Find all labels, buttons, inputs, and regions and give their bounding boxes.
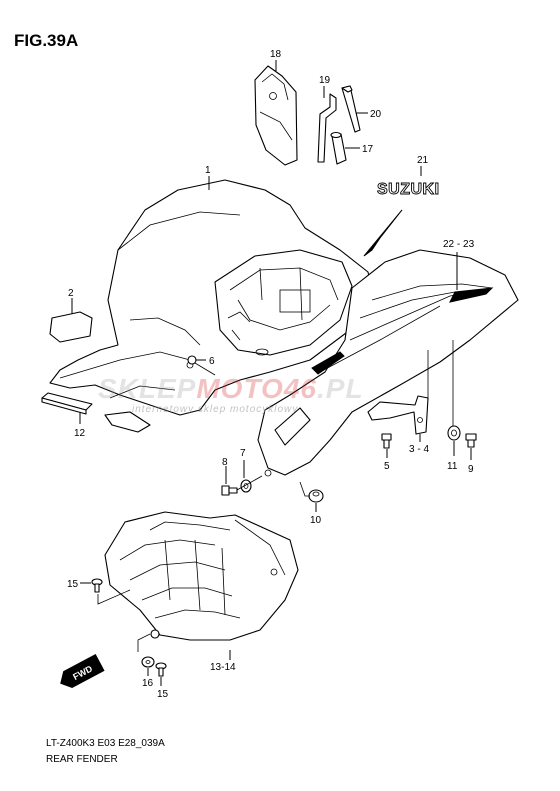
suzuki-emblem: SUZUKI [377, 181, 440, 198]
part-15-screw-upper [91, 578, 103, 593]
part-7-washer [240, 479, 252, 493]
callout-9: 9 [468, 464, 474, 475]
callout-11: 11 [447, 461, 458, 472]
figure-title: FIG.39A [14, 31, 78, 50]
part-5-bolt [381, 433, 392, 449]
watermark-part3: 46 [283, 373, 317, 404]
part-15-screw-lower [155, 662, 167, 677]
part-19-wrench [317, 93, 337, 163]
model-code: LT-Z400K3 E03 E28_039A [46, 738, 165, 749]
callout-19: 19 [319, 75, 331, 86]
callout-8: 8 [222, 457, 228, 468]
callout-22-23: 22 - 23 [443, 239, 475, 250]
callout-20: 20 [370, 109, 382, 120]
ref-line-f [137, 633, 151, 652]
callout-7: 7 [240, 448, 246, 459]
svg-text:SKLEPMOTO46.PL: SKLEPMOTO46.PL [98, 373, 364, 404]
callout-16: 16 [142, 678, 154, 689]
callout-15a: 15 [67, 579, 79, 590]
watermark-part2: MOTO [196, 373, 283, 404]
callout-10: 10 [310, 515, 322, 526]
callout-15b: 15 [157, 689, 169, 700]
part-12-cushion [41, 392, 93, 415]
part-20-hex-key [341, 85, 361, 133]
pointer-arrow [363, 209, 403, 257]
callout-21: 21 [417, 155, 429, 166]
part-6-clip [187, 355, 197, 365]
ref-line-d [299, 481, 310, 497]
callout-1: 1 [205, 165, 211, 176]
part-11-washer [447, 425, 461, 441]
part-9-bolt [465, 433, 477, 448]
part-10-grommet [308, 489, 324, 503]
watermark-part4: .PL [317, 373, 364, 404]
part-1-rear-fender [49, 179, 519, 477]
callout-12: 12 [74, 428, 86, 439]
fwd-direction-tag: FWD [60, 653, 105, 689]
callout-2: 2 [68, 288, 74, 299]
part-8-bolt [221, 485, 238, 496]
ref-line-e [97, 589, 131, 605]
part-13-14-mud-guard [104, 511, 299, 641]
part-3-4-bracket [367, 395, 429, 435]
callout-13-14: 13-14 [210, 662, 236, 673]
watermark: SKLEPMOTO46.PL internetowy sklep motocyk… [98, 373, 364, 415]
callout-17: 17 [362, 144, 374, 155]
part-18-cover [254, 65, 298, 166]
watermark-subtitle: internetowy sklep motocyklowy [132, 404, 298, 415]
part-17-pin [330, 131, 347, 165]
callout-18: 18 [270, 49, 282, 60]
callout-5: 5 [384, 461, 390, 472]
callout-3-4: 3 - 4 [409, 444, 429, 455]
watermark-part1: SKLEP [98, 373, 196, 404]
callout-6: 6 [209, 356, 215, 367]
ref-line-c [236, 475, 263, 491]
figure-caption: REAR FENDER [46, 754, 118, 765]
part-16-washer [141, 656, 155, 668]
part-2-pad [49, 311, 93, 343]
